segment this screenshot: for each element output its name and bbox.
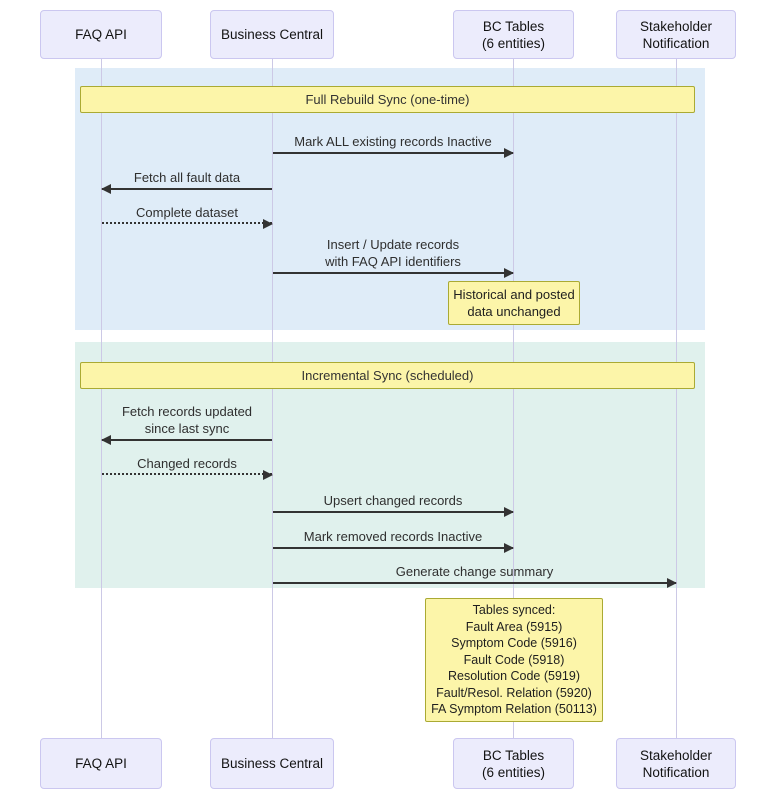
arrow-line xyxy=(273,582,676,584)
message-label: Insert / Update records with FAQ API ide… xyxy=(325,237,461,269)
incremental-sync-title: Incremental Sync (scheduled) xyxy=(301,368,474,383)
arrow-line xyxy=(273,152,513,154)
full-rebuild-sync-banner: Full Rebuild Sync (one-time) xyxy=(80,86,695,113)
message-label: Changed records xyxy=(137,456,237,471)
message-label: Mark ALL existing records Inactive xyxy=(294,134,492,149)
participant-business-central-bottom: Business Central xyxy=(210,738,334,789)
arrowhead-right-icon xyxy=(504,148,514,158)
message-label: Fetch records updated since last sync xyxy=(121,404,253,436)
message-label: Fetch all fault data xyxy=(133,170,241,185)
participant-business-central-top: Business Central xyxy=(210,10,334,59)
arrow-line-dashed xyxy=(102,222,272,224)
arrow-line xyxy=(273,547,513,549)
arrow-line xyxy=(273,272,513,274)
participant-faq-api-bottom: FAQ API xyxy=(40,738,162,789)
arrowhead-right-icon xyxy=(667,578,677,588)
lifeline-bc-tables xyxy=(513,59,514,738)
message-insert-update-records: Insert / Update records with FAQ API ide… xyxy=(273,236,514,278)
message-label: Upsert changed records xyxy=(323,493,463,508)
message-fetch-all-fault-data: Fetch all fault data xyxy=(101,169,272,194)
arrow-line xyxy=(273,511,513,513)
participant-stakeholder-notification-bottom: Stakeholder Notification xyxy=(616,738,736,789)
message-fetch-records-updated: Fetch records updated since last sync xyxy=(101,403,272,445)
arrow-line-dashed xyxy=(102,473,272,475)
arrowhead-right-icon xyxy=(504,268,514,278)
participant-bc-tables-bottom: BC Tables (6 entities) xyxy=(453,738,574,789)
arrowhead-right-icon xyxy=(504,543,514,553)
message-generate-change-summary: Generate change summary xyxy=(273,563,677,588)
message-label: Generate change summary xyxy=(395,564,554,579)
message-label: Mark removed records Inactive xyxy=(303,529,483,544)
lifeline-business-central xyxy=(272,59,273,738)
incremental-sync-banner: Incremental Sync (scheduled) xyxy=(80,362,695,389)
message-label: Complete dataset xyxy=(136,205,238,220)
participant-faq-api-top: FAQ API xyxy=(40,10,162,59)
message-mark-removed-inactive: Mark removed records Inactive xyxy=(273,528,514,553)
participant-stakeholder-notification-top: Stakeholder Notification xyxy=(616,10,736,59)
note-historical-data-unchanged: Historical and posted data unchanged xyxy=(448,281,580,325)
full-rebuild-sync-title: Full Rebuild Sync (one-time) xyxy=(305,92,470,107)
arrowhead-right-icon xyxy=(504,507,514,517)
arrowhead-right-icon xyxy=(263,470,273,480)
arrow-line xyxy=(102,188,272,190)
message-complete-dataset: Complete dataset xyxy=(102,204,273,229)
message-mark-all-existing-inactive: Mark ALL existing records Inactive xyxy=(273,133,514,158)
message-changed-records: Changed records xyxy=(102,455,273,480)
arrow-line xyxy=(102,439,272,441)
message-upsert-changed-records: Upsert changed records xyxy=(273,492,514,517)
lifeline-faq-api xyxy=(101,59,102,738)
arrowhead-left-icon xyxy=(101,435,111,445)
arrowhead-left-icon xyxy=(101,184,111,194)
arrowhead-right-icon xyxy=(263,219,273,229)
lifeline-stakeholder-notification xyxy=(676,59,677,738)
participant-bc-tables-top: BC Tables (6 entities) xyxy=(453,10,574,59)
note-tables-synced: Tables synced: Fault Area (5915) Symptom… xyxy=(425,598,603,722)
